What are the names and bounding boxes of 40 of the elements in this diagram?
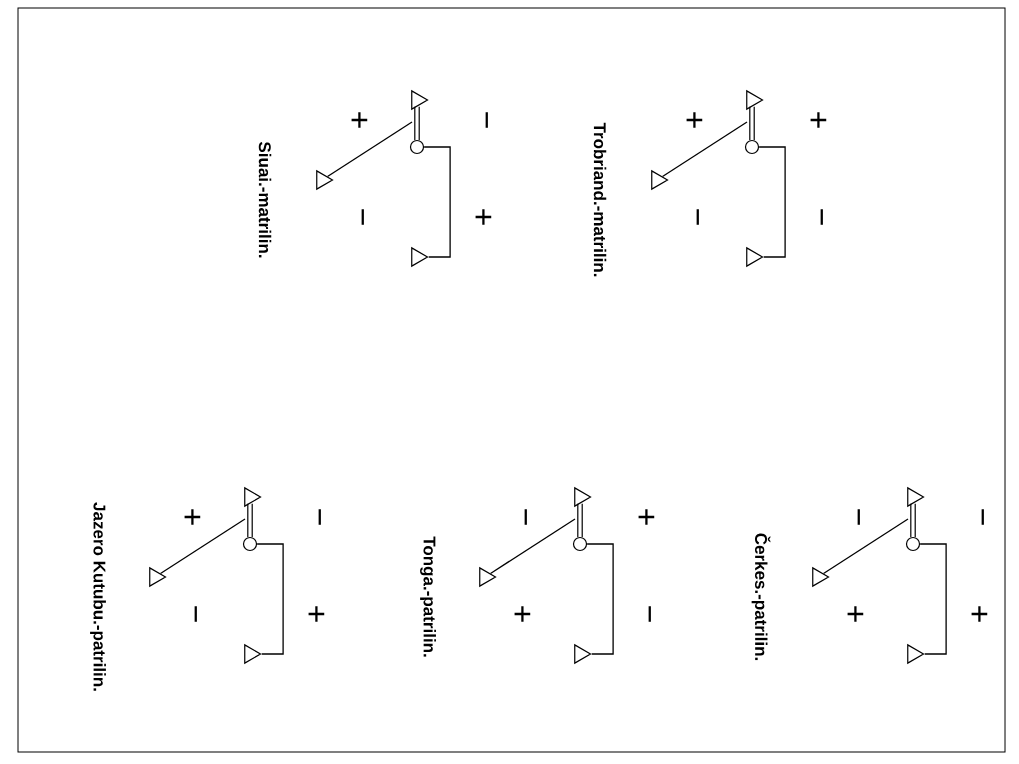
descent-line: [822, 518, 909, 575]
sign-label: +: [308, 606, 325, 622]
sign-label: +: [847, 606, 864, 622]
sign-label: −: [648, 606, 651, 622]
sign-label: +: [810, 112, 827, 128]
caption: Čerkes.-patrilin.: [751, 533, 771, 661]
sibling-bracket: [256, 543, 284, 655]
sign-label: +: [351, 112, 368, 128]
marriage-sign: [910, 503, 916, 538]
caption: Trobriand.-matrilin.: [593, 122, 607, 277]
descent-line: [489, 518, 576, 575]
sign-label: −: [857, 509, 860, 525]
sign-label: −: [524, 509, 527, 525]
sign-label: +: [971, 606, 988, 622]
marriage-sign: [577, 503, 583, 538]
sign-label: −: [981, 509, 984, 525]
sign-label: +: [184, 509, 201, 525]
descent-line: [159, 518, 246, 575]
sign-label: −: [485, 112, 488, 128]
caption: Jazero Kutubu.-patrilin.: [90, 502, 106, 691]
sign-label: −: [696, 209, 699, 225]
sign-label: −: [361, 209, 364, 225]
descent-line: [326, 121, 413, 178]
marriage-sign: [247, 503, 253, 538]
caption: Tonga.-patrilin.: [420, 536, 436, 657]
sign-label: +: [686, 112, 703, 128]
caption: Siuai.-matrilin.: [258, 141, 272, 258]
marriage-sign: [749, 106, 755, 141]
marriage-sign: [414, 106, 420, 141]
sibling-bracket: [423, 146, 451, 258]
sign-label: −: [194, 606, 197, 622]
sibling-bracket: [758, 146, 786, 258]
sign-label: −: [318, 509, 321, 525]
sibling-bracket: [919, 543, 947, 655]
sign-label: +: [475, 209, 492, 225]
sign-label: +: [514, 606, 531, 622]
sign-label: +: [638, 509, 655, 525]
sign-label: −: [820, 209, 823, 225]
sibling-bracket: [586, 543, 614, 655]
descent-line: [661, 121, 748, 178]
